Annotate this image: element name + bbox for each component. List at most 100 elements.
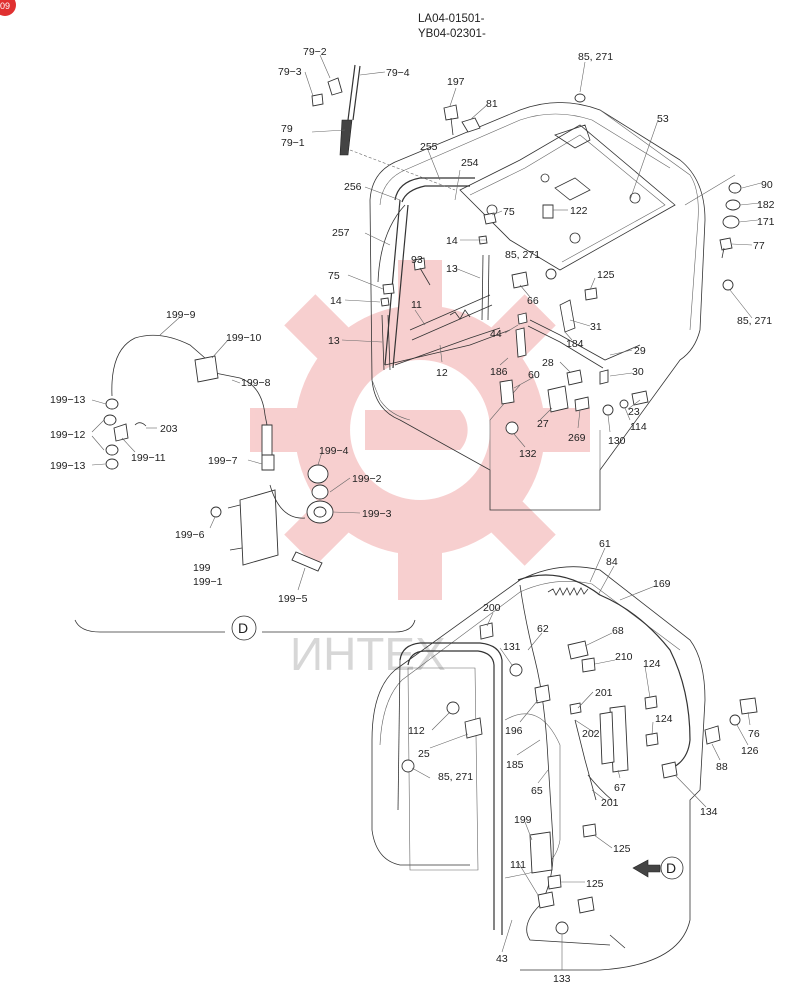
- detail-d-label: D: [238, 620, 248, 636]
- label-85-271-top: 85, 271: [578, 51, 613, 63]
- label-257: 257: [332, 227, 350, 239]
- upper-cab-assembly: [349, 102, 736, 511]
- label-85-271-bottom: 85, 271: [438, 771, 473, 783]
- label-199-9: 199−9: [166, 309, 196, 321]
- label-62: 62: [537, 623, 549, 635]
- label-184: 184: [566, 338, 584, 350]
- label-210: 210: [615, 651, 633, 663]
- label-256: 256: [344, 181, 362, 193]
- lower-cab-assembly: D: [371, 566, 758, 971]
- label-122: 122: [570, 205, 588, 217]
- label-75-b: 75: [328, 270, 340, 282]
- label-131: 131: [503, 641, 521, 653]
- label-90: 90: [761, 179, 773, 191]
- label-182: 182: [757, 199, 775, 211]
- upper-small-parts: [311, 64, 742, 435]
- watermark-gear-logo: [250, 260, 590, 600]
- label-44: 44: [490, 328, 502, 340]
- label-61: 61: [599, 538, 611, 550]
- serial-range-1: LA04-01501-: [418, 13, 485, 25]
- label-199-5: 199−5: [278, 593, 308, 605]
- label-200: 200: [483, 602, 501, 614]
- label-132: 132: [519, 448, 537, 460]
- label-196: 196: [505, 725, 523, 737]
- label-28: 28: [542, 357, 554, 369]
- label-79-2: 79−2: [303, 46, 327, 58]
- label-202: 202: [582, 728, 600, 740]
- label-199-13-b: 199−13: [50, 460, 85, 472]
- label-130: 130: [608, 435, 626, 447]
- label-199-13-a: 199−13: [50, 394, 85, 406]
- label-199-lower: 199: [514, 814, 532, 826]
- label-65: 65: [531, 785, 543, 797]
- leader-lines: [91, 54, 762, 970]
- label-30: 30: [632, 366, 644, 378]
- label-199-1: 199−1: [193, 576, 223, 588]
- label-197: 197: [447, 76, 465, 88]
- detail-d-assembly: D: [74, 334, 416, 641]
- label-126: 126: [741, 745, 759, 757]
- label-60: 60: [528, 369, 540, 381]
- label-199-8: 199−8: [241, 377, 271, 389]
- label-199: 199: [193, 562, 211, 574]
- label-25: 25: [418, 748, 430, 760]
- label-201-a: 201: [595, 687, 613, 699]
- label-111: 111: [510, 859, 526, 871]
- watermark-text: ИНТЕХ: [290, 628, 446, 680]
- label-13-b: 13: [328, 335, 340, 347]
- label-114: 114: [630, 421, 647, 433]
- label-75-a: 75: [503, 206, 515, 218]
- label-201-b: 201: [601, 797, 619, 809]
- label-199-4: 199−4: [319, 445, 349, 457]
- label-199-3: 199−3: [362, 508, 392, 520]
- label-23: 23: [628, 406, 640, 418]
- label-43: 43: [496, 953, 508, 965]
- label-133: 133: [553, 973, 571, 985]
- label-85-271-right: 85, 271: [737, 315, 772, 327]
- label-76: 76: [748, 728, 760, 740]
- label-67: 67: [614, 782, 626, 794]
- label-81: 81: [486, 98, 498, 110]
- label-203: 203: [160, 423, 178, 435]
- label-186: 186: [490, 366, 508, 378]
- label-112: 112: [408, 725, 425, 737]
- label-125-mid: 125: [613, 843, 631, 855]
- label-125-top: 125: [597, 269, 615, 281]
- label-185: 185: [506, 759, 524, 771]
- label-14-a: 14: [446, 235, 458, 247]
- label-77: 77: [753, 240, 765, 252]
- label-14-b: 14: [330, 295, 342, 307]
- label-53: 53: [657, 113, 669, 125]
- detail-d-arrow-label: D: [666, 860, 676, 876]
- label-199-2: 199−2: [352, 473, 382, 485]
- label-255: 255: [420, 141, 438, 153]
- label-29: 29: [634, 345, 646, 357]
- label-269: 269: [568, 432, 586, 444]
- label-66: 66: [527, 295, 539, 307]
- label-199-6: 199−6: [175, 529, 205, 541]
- label-254: 254: [461, 157, 479, 169]
- label-79-3: 79−3: [278, 66, 302, 78]
- label-134: 134: [700, 806, 718, 818]
- label-199-10: 199−10: [226, 332, 261, 344]
- serial-range-2: YB04-02301-: [418, 28, 486, 40]
- label-13-a: 13: [446, 263, 458, 275]
- label-84: 84: [606, 556, 618, 568]
- label-27: 27: [537, 418, 549, 430]
- label-125-low: 125: [586, 878, 604, 890]
- label-85-271-mid: 85, 271: [505, 249, 540, 261]
- label-124-a: 124: [643, 658, 661, 670]
- label-11: 11: [411, 299, 422, 311]
- label-199-12: 199−12: [50, 429, 85, 441]
- label-88: 88: [716, 761, 728, 773]
- label-79-1: 79−1: [281, 137, 305, 149]
- label-171: 171: [757, 216, 775, 228]
- label-79: 79: [281, 123, 293, 135]
- part-labels: 79−2 79−3 79−4 79 79−1 197 81 85, 271 53…: [50, 46, 775, 985]
- label-79-4: 79−4: [386, 67, 410, 79]
- corner-badge: 09: [0, 0, 16, 16]
- label-199-11: 199−11: [131, 452, 166, 464]
- label-68: 68: [612, 625, 624, 637]
- label-31: 31: [590, 321, 602, 333]
